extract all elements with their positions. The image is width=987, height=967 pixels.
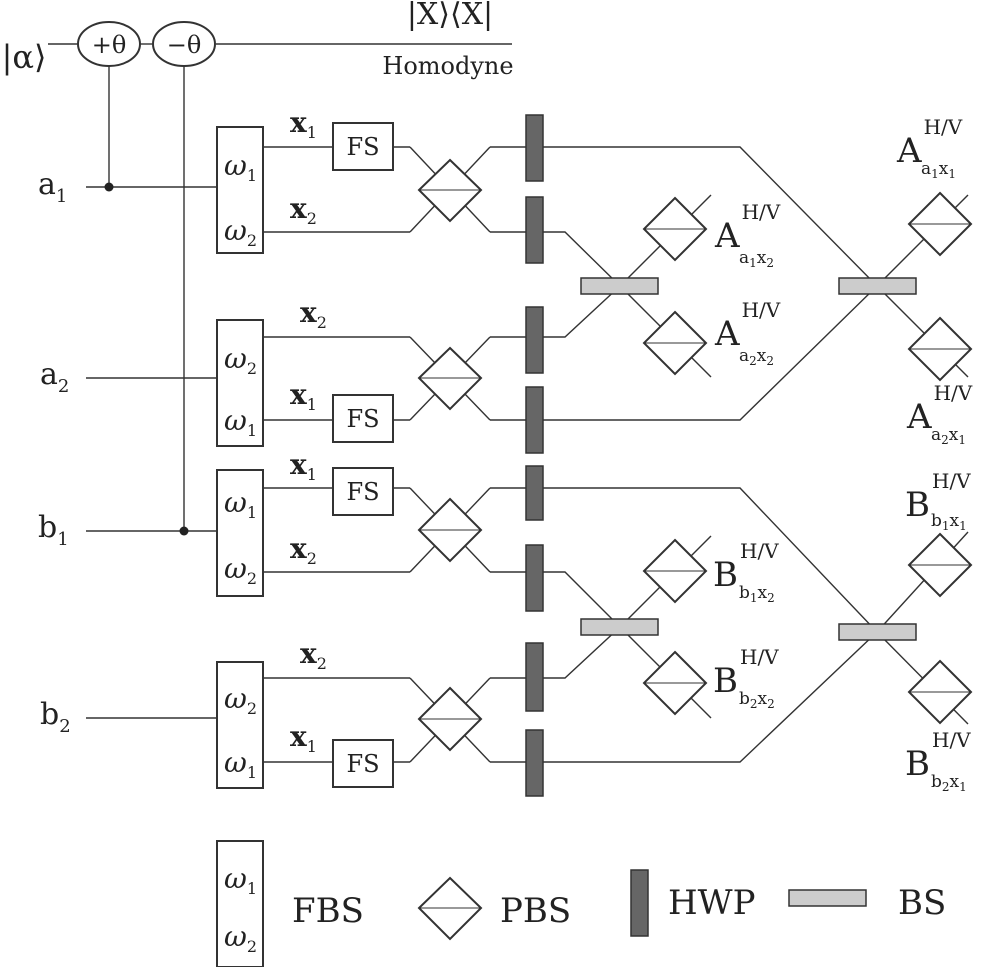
input-b2-label: b2 [40,697,71,737]
path-b2-x2: x2 [300,637,327,673]
pbs-det-b1x2 [642,538,708,604]
block-b1: ω1 ω2 FS x1 x2 [216,448,544,612]
fbs-b2-omega-bottom: ω1 [224,746,257,782]
bs-a-mid [580,277,659,295]
hwp-a2-lower [525,386,544,454]
legend-fbs-icon [216,840,264,967]
legend-hwp-icon [630,869,649,937]
fs-b2 [332,739,394,788]
path-b1-x1: x1 [290,448,317,484]
bs-a-right [838,277,917,295]
input-b1-label: b1 [38,510,69,550]
hwp-b2-lower [525,729,544,797]
fbs-b1-omega-top: ω1 [224,486,257,522]
legend-bs-label: BS [898,883,946,923]
pbs-det-b1x1 [907,532,973,598]
fbs-a1 [216,126,264,254]
path-a2-x1: x1 [290,378,317,414]
input-lines: a1 a2 b1 b2 [38,167,217,737]
fs-b1-label: FS [346,478,379,506]
control-dot-a1 [104,182,114,192]
projector-label: |X⟩⟨X| [407,0,493,32]
legend-fbs-label: FBS [292,891,364,931]
homodyne-label: Homodyne [382,52,513,80]
fs-a1-label: FS [346,133,379,161]
pbs-det-a2x1 [907,316,973,382]
pbs-a2 [417,346,483,411]
hwp-b1-lower [525,544,544,612]
path-a1-x2: x2 [290,192,317,228]
plus-theta-label: +θ [92,31,127,59]
minus-theta-label: −θ [167,31,202,59]
fbs-b2 [216,661,264,789]
path-b1-x2: x2 [290,532,317,568]
fbs-a1-omega-bottom: ω2 [224,214,257,250]
fs-b1 [332,467,394,516]
block-a2: ω2 ω1 FS x2 x1 [216,296,544,454]
fbs-a1-omega-top: ω1 [224,149,257,185]
legend-fbs-omega-top: ω1 [224,862,257,898]
pbs-b2 [417,686,483,752]
fbs-a2 [216,319,264,447]
fs-a1 [332,122,394,171]
block-b2: ω2 ω1 FS x2 x1 [216,637,544,797]
pbs-det-a2x2 [642,310,708,376]
pbs-b1 [417,497,483,563]
fbs-b2-omega-top: ω2 [224,682,257,718]
control-dot-b1 [179,526,189,536]
homodyne-section: +θ −θ |α⟩ |X⟩⟨X| Homodyne [2,0,514,531]
hwp-a2-upper [525,306,544,374]
input-a1-label: a1 [38,167,67,207]
legend-pbs-icon [417,876,483,941]
hwp-b2-upper [525,642,544,712]
block-a1: ω1 ω2 FS x1 x2 [216,106,544,264]
pbs-det-a1x1 [907,191,973,257]
pbs-det-b2x1 [907,659,973,725]
fs-a2 [332,394,394,443]
detector-pbs-group [642,191,973,725]
pbs-a1 [417,158,483,223]
bs-b-right [838,623,917,641]
fbs-a2-omega-top: ω2 [224,342,257,378]
hwp-a1-upper [525,114,544,182]
input-a2-label: a2 [40,357,69,397]
legend-hwp-label: HWP [668,883,755,923]
legend-pbs-label: PBS [500,891,571,931]
legend-fbs-omega-bottom: ω2 [224,920,257,956]
routing-lines [543,146,969,763]
path-a1-x1: x1 [290,106,317,142]
fs-a2-label: FS [346,405,379,433]
pbs-det-b2x2 [642,650,708,716]
bs-b-mid [580,618,659,636]
fbs-a2-omega-bottom: ω1 [224,404,257,440]
path-b2-x1: x1 [290,720,317,756]
legend: ω1 ω2 FBS PBS HWP BS [216,840,946,967]
legend-bs-icon [788,889,867,907]
path-a2-x2: x2 [300,296,327,332]
pbs-det-a1x2 [642,196,708,262]
hwp-a1-lower [525,196,544,264]
fbs-b1-omega-bottom: ω2 [224,552,257,588]
hwp-b1-upper [525,465,544,521]
fbs-b1 [216,469,264,597]
fs-b2-label: FS [346,750,379,778]
coherent-state-label: |α⟩ [2,38,47,76]
